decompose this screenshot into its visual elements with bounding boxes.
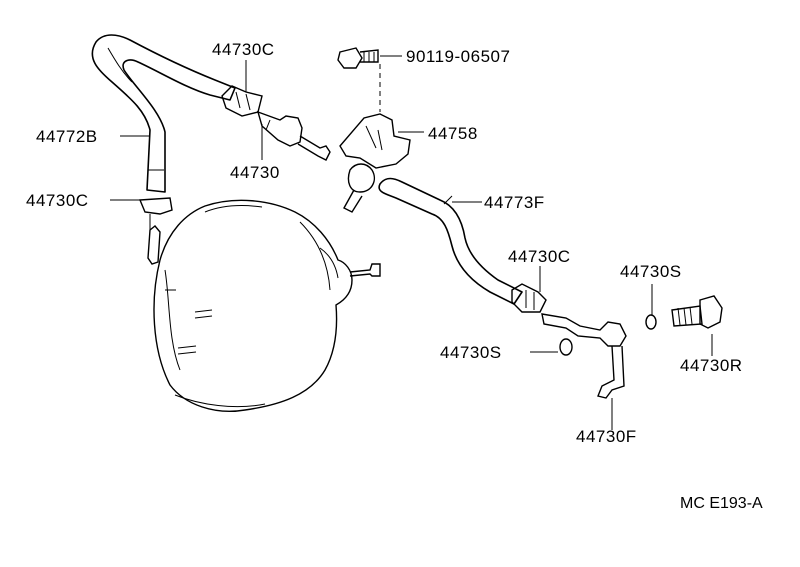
label-44758: 44758 <box>428 124 478 143</box>
washer-right <box>645 314 657 330</box>
label-44730s-left: 44730S <box>440 343 502 362</box>
label-44730c-top: 44730C <box>212 40 275 59</box>
label-44730f: 44730F <box>576 427 637 446</box>
label-44773f: 44773F <box>484 193 545 212</box>
hose-44773f <box>378 177 523 305</box>
label-44730c-mid: 44730C <box>508 247 571 266</box>
bolt-90119 <box>337 47 379 69</box>
label-44772b: 44772B <box>36 127 98 146</box>
clip-44730c-mid <box>511 283 547 313</box>
label-90119-06507: 90119-06507 <box>406 47 510 66</box>
union-bolt-44730r <box>671 295 723 329</box>
leader-lines <box>110 55 713 430</box>
label-44730r: 44730R <box>680 356 743 375</box>
label-44730s-right: 44730S <box>620 262 682 281</box>
label-44730c-left: 44730C <box>26 191 89 210</box>
brake-booster <box>147 199 381 412</box>
washer-left <box>559 338 573 356</box>
union-44730f <box>541 313 627 399</box>
hose-44772b <box>91 34 236 193</box>
clip-44730c-top <box>221 85 263 117</box>
check-valve-44730 <box>256 110 331 161</box>
clip-44730c-left <box>138 197 173 230</box>
label-44730: 44730 <box>230 163 280 182</box>
reference-code: MC E193-A <box>680 495 763 512</box>
bracket-44758 <box>339 113 411 213</box>
